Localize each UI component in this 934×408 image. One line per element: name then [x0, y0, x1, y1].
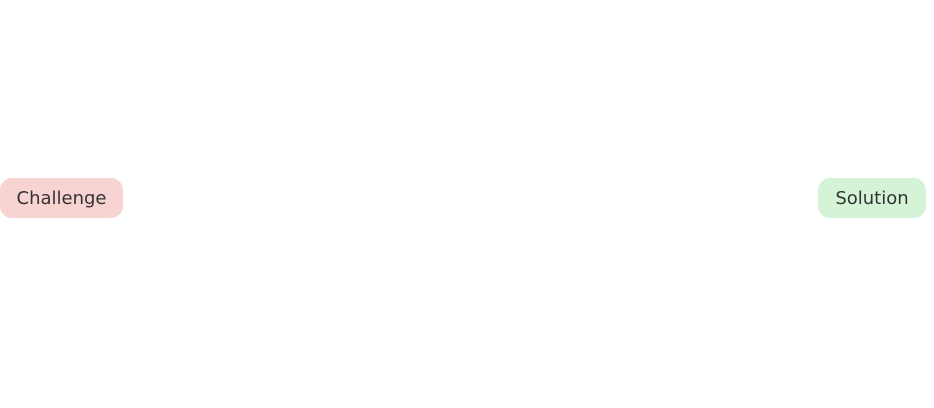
- solution-node: Solution: [818, 178, 926, 218]
- challenge-node: Challenge: [0, 178, 123, 218]
- challenge-label: Challenge: [16, 187, 107, 209]
- solution-label: Solution: [835, 187, 909, 209]
